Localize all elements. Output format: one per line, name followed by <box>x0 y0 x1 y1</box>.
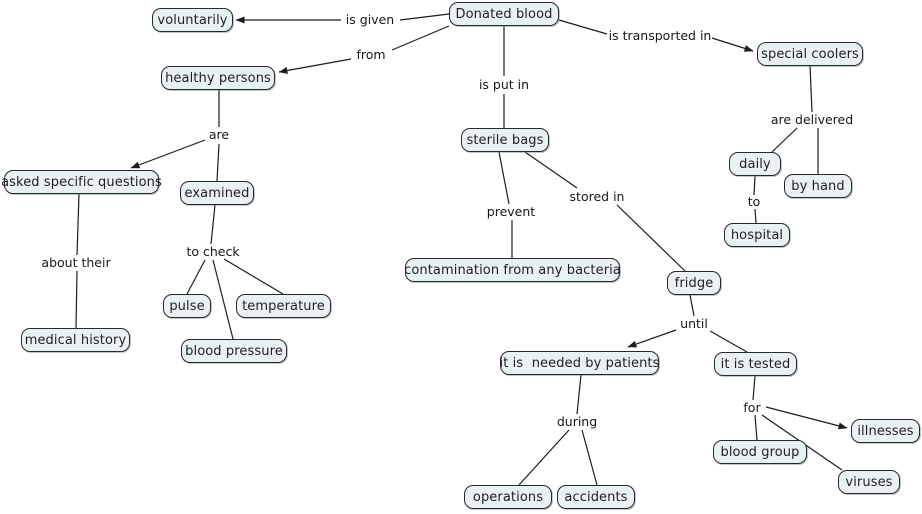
node-special_coolers[interactable]: special coolers <box>757 42 863 66</box>
link-label-about_their: about their <box>41 254 111 270</box>
link-label-to: to <box>747 193 761 209</box>
edge-daily-to <box>753 175 756 196</box>
link-label-is_put_in: is put in <box>478 76 530 92</box>
edge-sterilebags-prevent <box>498 151 510 205</box>
edge-fridge-until <box>689 294 695 317</box>
link-label-from: from <box>356 46 386 62</box>
node-it_is_tested[interactable]: it is tested <box>714 352 797 376</box>
node-daily[interactable]: daily <box>729 152 781 176</box>
edge-coolers-aredelivered <box>809 65 813 113</box>
edge-until-tested <box>709 330 748 353</box>
edges-group <box>75 13 848 486</box>
node-sterile_bags[interactable]: sterile bags <box>461 128 549 152</box>
edge-for-bloodgroup <box>754 414 758 441</box>
node-voluntarily[interactable]: voluntarily <box>152 8 233 32</box>
edge-during-accidents <box>581 429 598 486</box>
edge-are-examined <box>216 143 220 182</box>
link-label-during: during <box>556 413 598 429</box>
edge-needed-during <box>576 374 582 415</box>
node-temperature[interactable]: temperature <box>236 294 331 318</box>
node-needed_patients[interactable]: it is needed by patients <box>500 351 659 375</box>
link-label-prevent: prevent <box>486 203 536 219</box>
edge-tested-for <box>752 375 756 401</box>
edge-tocheck-temperature <box>223 258 284 295</box>
link-label-until: until <box>680 315 708 331</box>
node-fridge[interactable]: fridge <box>667 271 721 295</box>
node-illnesses[interactable]: illnesses <box>851 419 920 443</box>
link-label-are: are <box>208 126 230 142</box>
edge-are-askedquestions <box>130 139 206 169</box>
edge-donatedblood-from <box>391 25 450 51</box>
edge-during-operations <box>518 429 570 486</box>
edge-tocheck-bloodpressure <box>212 259 234 340</box>
edge-from-healthypersons <box>278 58 352 74</box>
node-asked_questions[interactable]: asked specific questions <box>1 170 162 194</box>
node-viruses[interactable]: viruses <box>838 470 900 494</box>
node-blood_group[interactable]: blood group <box>713 440 807 464</box>
node-hospital[interactable]: hospital <box>724 223 790 247</box>
edge-to-hospital <box>754 208 757 224</box>
edge-aredelivered-daily <box>771 127 798 153</box>
link-label-to_check: to check <box>186 243 240 259</box>
link-label-is_given: is given <box>345 11 395 27</box>
link-label-stored_in: stored in <box>569 188 625 204</box>
edge-abouttheir-medhistory <box>75 270 78 329</box>
edge-storedin-fridge <box>616 204 686 272</box>
node-blood_pressure[interactable]: blood pressure <box>181 339 287 363</box>
edge-donatedblood-isgiven <box>399 13 450 21</box>
node-examined[interactable]: examined <box>180 181 254 205</box>
node-accidents[interactable]: accidents <box>557 485 635 509</box>
node-medical_history[interactable]: medical history <box>21 328 130 352</box>
node-operations[interactable]: operations <box>464 485 552 509</box>
edge-until-needed <box>627 329 677 348</box>
node-contamination[interactable]: contamination from any bacteria <box>404 258 621 282</box>
link-label-for: for <box>743 399 761 415</box>
link-label-is_transported: is transported in <box>608 27 712 43</box>
edge-sterilebags-storedin <box>524 151 578 189</box>
node-pulse[interactable]: pulse <box>163 294 211 318</box>
edge-donatedblood-transported <box>558 19 608 35</box>
node-donated_blood[interactable]: Donated blood <box>449 2 559 26</box>
node-by_hand[interactable]: by hand <box>784 174 852 198</box>
edge-askedq-abouttheir <box>76 193 80 256</box>
edge-transported-coolers <box>711 37 754 52</box>
link-label-are_delivered: are delivered <box>770 111 854 127</box>
edge-for-illnesses <box>765 406 848 430</box>
node-healthy_persons[interactable]: healthy persons <box>161 66 275 90</box>
edge-tocheck-pulse <box>186 259 206 295</box>
edge-examined-tocheck <box>210 204 216 245</box>
